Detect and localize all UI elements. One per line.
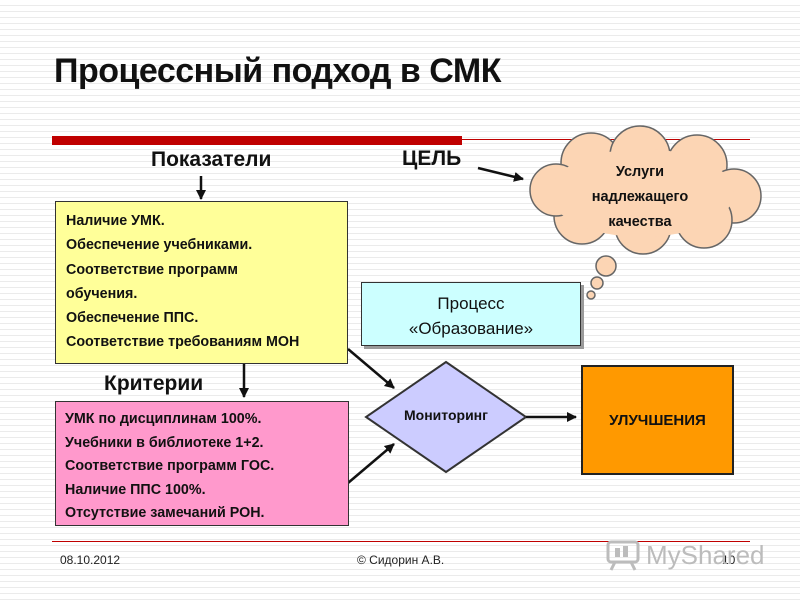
arrow-criteria-to-monitoring — [347, 443, 395, 484]
footer-date: 08.10.2012 — [60, 553, 121, 567]
indicators-item: Обеспечение ППС. — [66, 310, 199, 327]
slide-title: Процессный подход в СМК — [54, 52, 501, 90]
process-box-line: Процесс — [437, 294, 505, 313]
indicators-item: Соответствие требованиям МОН — [66, 334, 300, 351]
criteria-label: Критерии — [104, 372, 204, 395]
criteria-item: УМК по дисциплинам 100%. — [65, 411, 262, 427]
monitoring-diamond — [364, 360, 528, 474]
goal-cloud-line: качества — [608, 214, 672, 230]
indicators-box: Наличие УМК. Обеспечение учебниками. Соо… — [55, 201, 348, 364]
goal-cloud-line: надлежащего — [591, 189, 689, 205]
goal-label: ЦЕЛЬ — [402, 147, 462, 170]
goal-cloud-text: Услуги надлежащего качества — [560, 160, 720, 235]
process-box: Процесс «Образование» — [361, 282, 581, 346]
improvements-label: УЛУЧШЕНИЯ — [609, 411, 706, 429]
goal-cloud — [529, 125, 762, 300]
indicators-item: Наличие УМК. — [66, 213, 165, 229]
process-box-line: «Образование» — [408, 319, 534, 338]
improvements-box: УЛУЧШЕНИЯ — [581, 365, 734, 475]
monitoring-label: Мониторинг — [404, 407, 488, 423]
criteria-item: Соответствие программ ГОС. — [65, 458, 275, 474]
slide-number: 10 — [722, 553, 736, 567]
arrow-goal-to-cloud — [477, 166, 524, 182]
title-underline-bar — [52, 136, 462, 145]
indicators-item: Соответствие программ — [66, 261, 238, 278]
watermark-icon — [606, 540, 640, 571]
footer-author: © Сидорин А.В. — [357, 553, 445, 567]
criteria-item: Наличие ППС 100%. — [65, 481, 206, 498]
watermark-logo: MyShared — [646, 540, 765, 570]
indicators-label: Показатели — [151, 148, 272, 171]
arrow-indicators-to-monitoring — [347, 348, 395, 389]
indicators-item: Обеспечение учебниками. — [66, 237, 253, 254]
goal-cloud-line: Услуги — [615, 164, 665, 180]
footer-divider — [52, 541, 750, 542]
criteria-box: УМК по дисциплинам 100%. Учебники в библ… — [55, 401, 349, 526]
indicators-item: обучения. — [66, 285, 138, 302]
criteria-item: Отсутствие замечаний РОН. — [65, 505, 265, 521]
criteria-item: Учебники в библиотеке 1+2. — [65, 434, 264, 451]
